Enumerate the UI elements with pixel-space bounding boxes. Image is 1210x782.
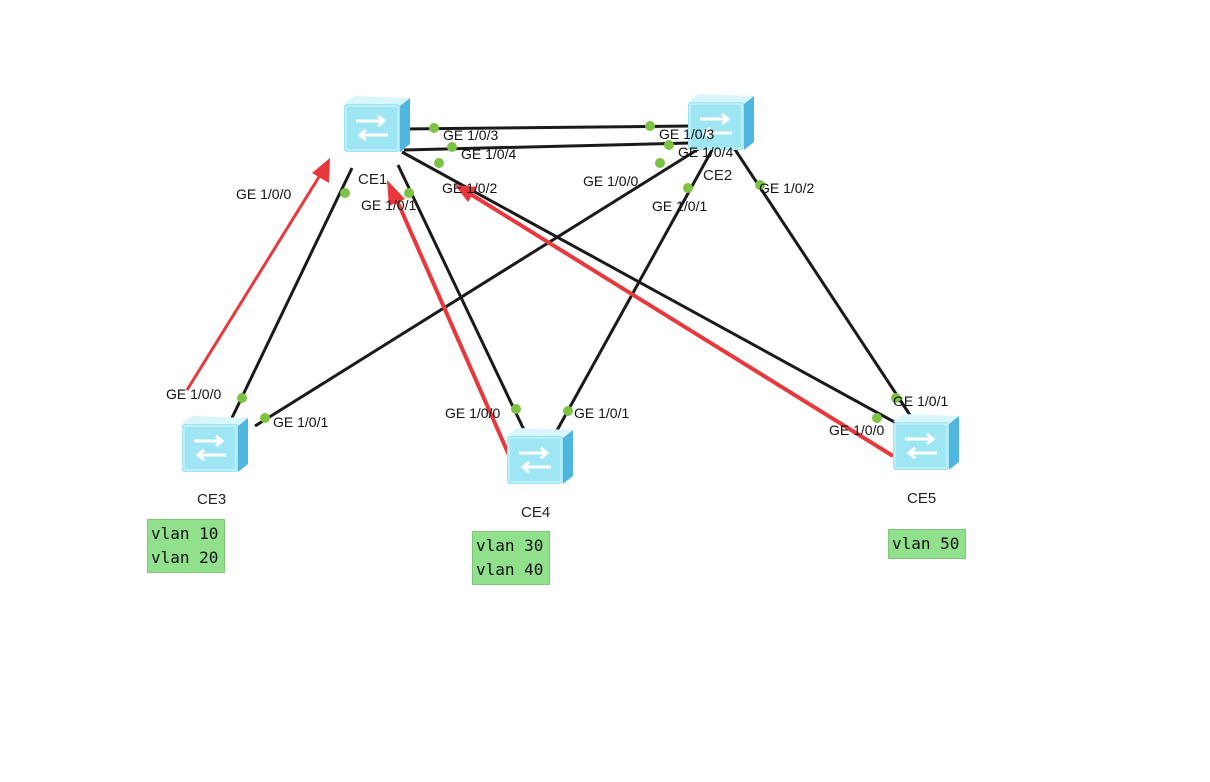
port-label-ce4-ge1: GE 1/0/1 bbox=[574, 405, 629, 421]
link-ce2-ce4 bbox=[553, 149, 714, 435]
switch-icon bbox=[891, 412, 961, 472]
port-label-ce4-ge0: GE 1/0/0 bbox=[445, 405, 500, 421]
port-label-ce5-ge0: GE 1/0/0 bbox=[829, 422, 884, 438]
link-ce2-ce3 bbox=[254, 146, 701, 428]
port-label-ce2-ge1: GE 1/0/1 bbox=[652, 198, 707, 214]
port-dot bbox=[447, 142, 457, 152]
port-dots bbox=[237, 121, 901, 423]
port-label-ce1-ge1: GE 1/0/1 bbox=[361, 197, 416, 213]
switch-ce5[interactable] bbox=[891, 412, 961, 472]
port-label-ce2-ge2: GE 1/0/2 bbox=[759, 180, 814, 196]
switch-ce4[interactable] bbox=[505, 426, 575, 486]
port-label-ce1-ge2: GE 1/0/2 bbox=[442, 180, 497, 196]
port-dot bbox=[891, 393, 901, 403]
link-ce1-ce5 bbox=[401, 150, 899, 426]
vlan-box-ce3: vlan 10 vlan 20 bbox=[147, 519, 226, 573]
link-ce1-ce2-ge4 bbox=[403, 141, 691, 152]
node-label-ce2: CE2 bbox=[703, 167, 732, 184]
node-label-ce3: CE3 bbox=[197, 491, 226, 508]
link-ce1-ce3 bbox=[228, 167, 354, 423]
arrow-ce3-to-ce1 bbox=[185, 171, 324, 391]
node-label-ce1: CE1 bbox=[358, 171, 387, 188]
vlan-label: vlan 50 bbox=[892, 534, 960, 553]
port-label-ce1-ge4: GE 1/0/4 bbox=[461, 146, 516, 162]
switch-icon bbox=[180, 414, 250, 474]
port-label-ce3-ge0: GE 1/0/0 bbox=[166, 386, 221, 402]
port-label-ce3-ge1: GE 1/0/1 bbox=[273, 414, 328, 430]
port-dot bbox=[755, 180, 765, 190]
vlan-label: vlan 30 bbox=[476, 536, 544, 555]
port-dot bbox=[683, 183, 693, 193]
port-label-ce2-ge0: GE 1/0/0 bbox=[583, 173, 638, 189]
port-dot bbox=[563, 406, 573, 416]
links bbox=[228, 124, 912, 435]
port-dot bbox=[664, 140, 674, 150]
link-ce2-ce5 bbox=[732, 147, 912, 416]
arrow-ce4-to-ce1 bbox=[393, 195, 514, 463]
vlan-label: vlan 10 bbox=[151, 524, 219, 543]
port-label-ce1-ge3: GE 1/0/3 bbox=[443, 127, 498, 143]
port-label-ce1-ge0: GE 1/0/0 bbox=[236, 186, 291, 202]
vlan-label: vlan 20 bbox=[151, 548, 219, 567]
link-ce1-ce2-ge3 bbox=[403, 124, 691, 131]
arrow-ce5-to-ce1 bbox=[470, 193, 895, 458]
node-label-ce4: CE4 bbox=[521, 504, 550, 521]
switch-icon bbox=[342, 94, 412, 154]
port-dot bbox=[340, 188, 350, 198]
switch-ce3[interactable] bbox=[180, 414, 250, 474]
vlan-box-ce4: vlan 30 vlan 40 bbox=[472, 531, 551, 585]
vlan-label: vlan 40 bbox=[476, 560, 544, 579]
port-dot bbox=[872, 413, 882, 423]
port-dot bbox=[237, 393, 247, 403]
port-dot bbox=[429, 123, 439, 133]
port-dot bbox=[511, 404, 521, 414]
port-dot bbox=[260, 413, 270, 423]
port-label-ce2-ge4: GE 1/0/4 bbox=[678, 144, 733, 160]
port-dot bbox=[655, 158, 665, 168]
port-label-ce5-ge1: GE 1/0/1 bbox=[893, 393, 948, 409]
traffic-arrows bbox=[185, 158, 895, 463]
arrow-ce4-to-ce1-head bbox=[387, 180, 405, 206]
port-label-ce2-ge3: GE 1/0/3 bbox=[659, 126, 714, 142]
node-label-ce5: CE5 bbox=[907, 490, 936, 507]
switch-ce1[interactable] bbox=[342, 94, 412, 154]
arrow-ce3-to-ce1-head bbox=[312, 158, 330, 183]
vlan-box-ce5: vlan 50 bbox=[888, 529, 967, 559]
arrow-ce5-to-ce1-head bbox=[455, 185, 477, 202]
switch-icon bbox=[505, 426, 575, 486]
port-dot bbox=[645, 121, 655, 131]
port-dot bbox=[434, 158, 444, 168]
port-dot bbox=[404, 188, 414, 198]
